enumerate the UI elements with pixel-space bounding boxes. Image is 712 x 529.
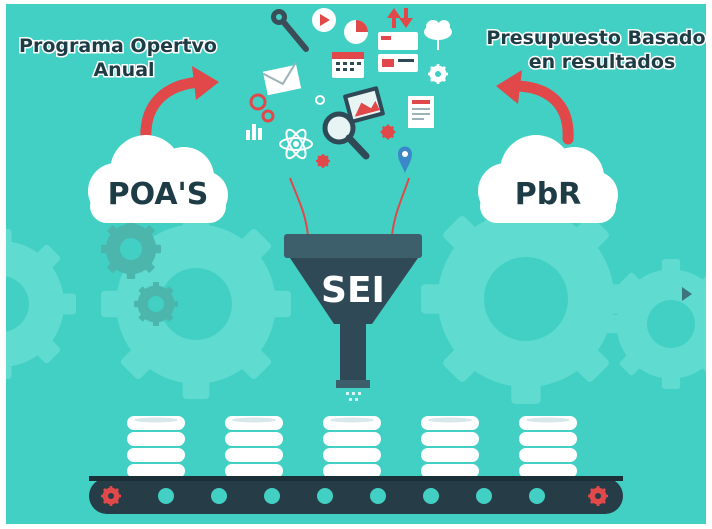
atom-icon xyxy=(279,128,313,160)
infographic: Programa Opertvo Anual Presupuesto Basad… xyxy=(6,4,706,524)
arrow-right-head xyxy=(496,70,522,104)
conveyor-gear-icon-left xyxy=(101,486,121,506)
document-icon xyxy=(408,96,434,128)
top-labels: Programa Opertvo Anual Presupuesto Basad… xyxy=(18,26,706,83)
bar-chart-icon xyxy=(246,124,262,140)
card-icon xyxy=(378,32,418,72)
label-programa-line1: Programa Opertvo xyxy=(19,35,217,57)
funnel-label: SEI xyxy=(321,270,385,311)
conveyor-belt xyxy=(89,476,623,514)
sort-arrows-icon xyxy=(387,8,413,28)
wrench-icon xyxy=(271,9,309,52)
cloud-icon xyxy=(424,20,452,50)
cloud-right-label: PbR xyxy=(515,177,582,212)
label-programa-line2: Anual xyxy=(93,59,154,81)
label-presupuesto-line2: en resultados xyxy=(529,51,676,73)
pie-chart-icon xyxy=(344,20,368,44)
calendar-icon xyxy=(332,52,364,78)
target-icons xyxy=(249,93,325,123)
play-icon xyxy=(312,8,336,32)
sei-diagram: Programa Opertvo Anual Presupuesto Basad… xyxy=(6,4,706,524)
label-presupuesto-line1: Presupuesto Basado xyxy=(486,27,705,49)
arrow-left-head xyxy=(192,66,219,100)
magnifier-icon xyxy=(322,111,370,160)
gear-icon xyxy=(428,64,448,84)
location-pin-icon xyxy=(398,146,412,174)
envelope-icon xyxy=(262,62,302,96)
arrow-right xyxy=(508,80,574,145)
icon-cluster xyxy=(246,8,452,174)
funnel xyxy=(284,234,422,401)
small-triangle-icon xyxy=(682,287,692,301)
conveyor-gear-icon-right xyxy=(588,486,608,506)
image-icon xyxy=(343,86,385,124)
arrow-left xyxy=(140,76,207,145)
stream-right xyxy=(391,177,410,237)
stream-left xyxy=(289,177,309,237)
cloud-left-label: POA'S xyxy=(108,177,209,212)
